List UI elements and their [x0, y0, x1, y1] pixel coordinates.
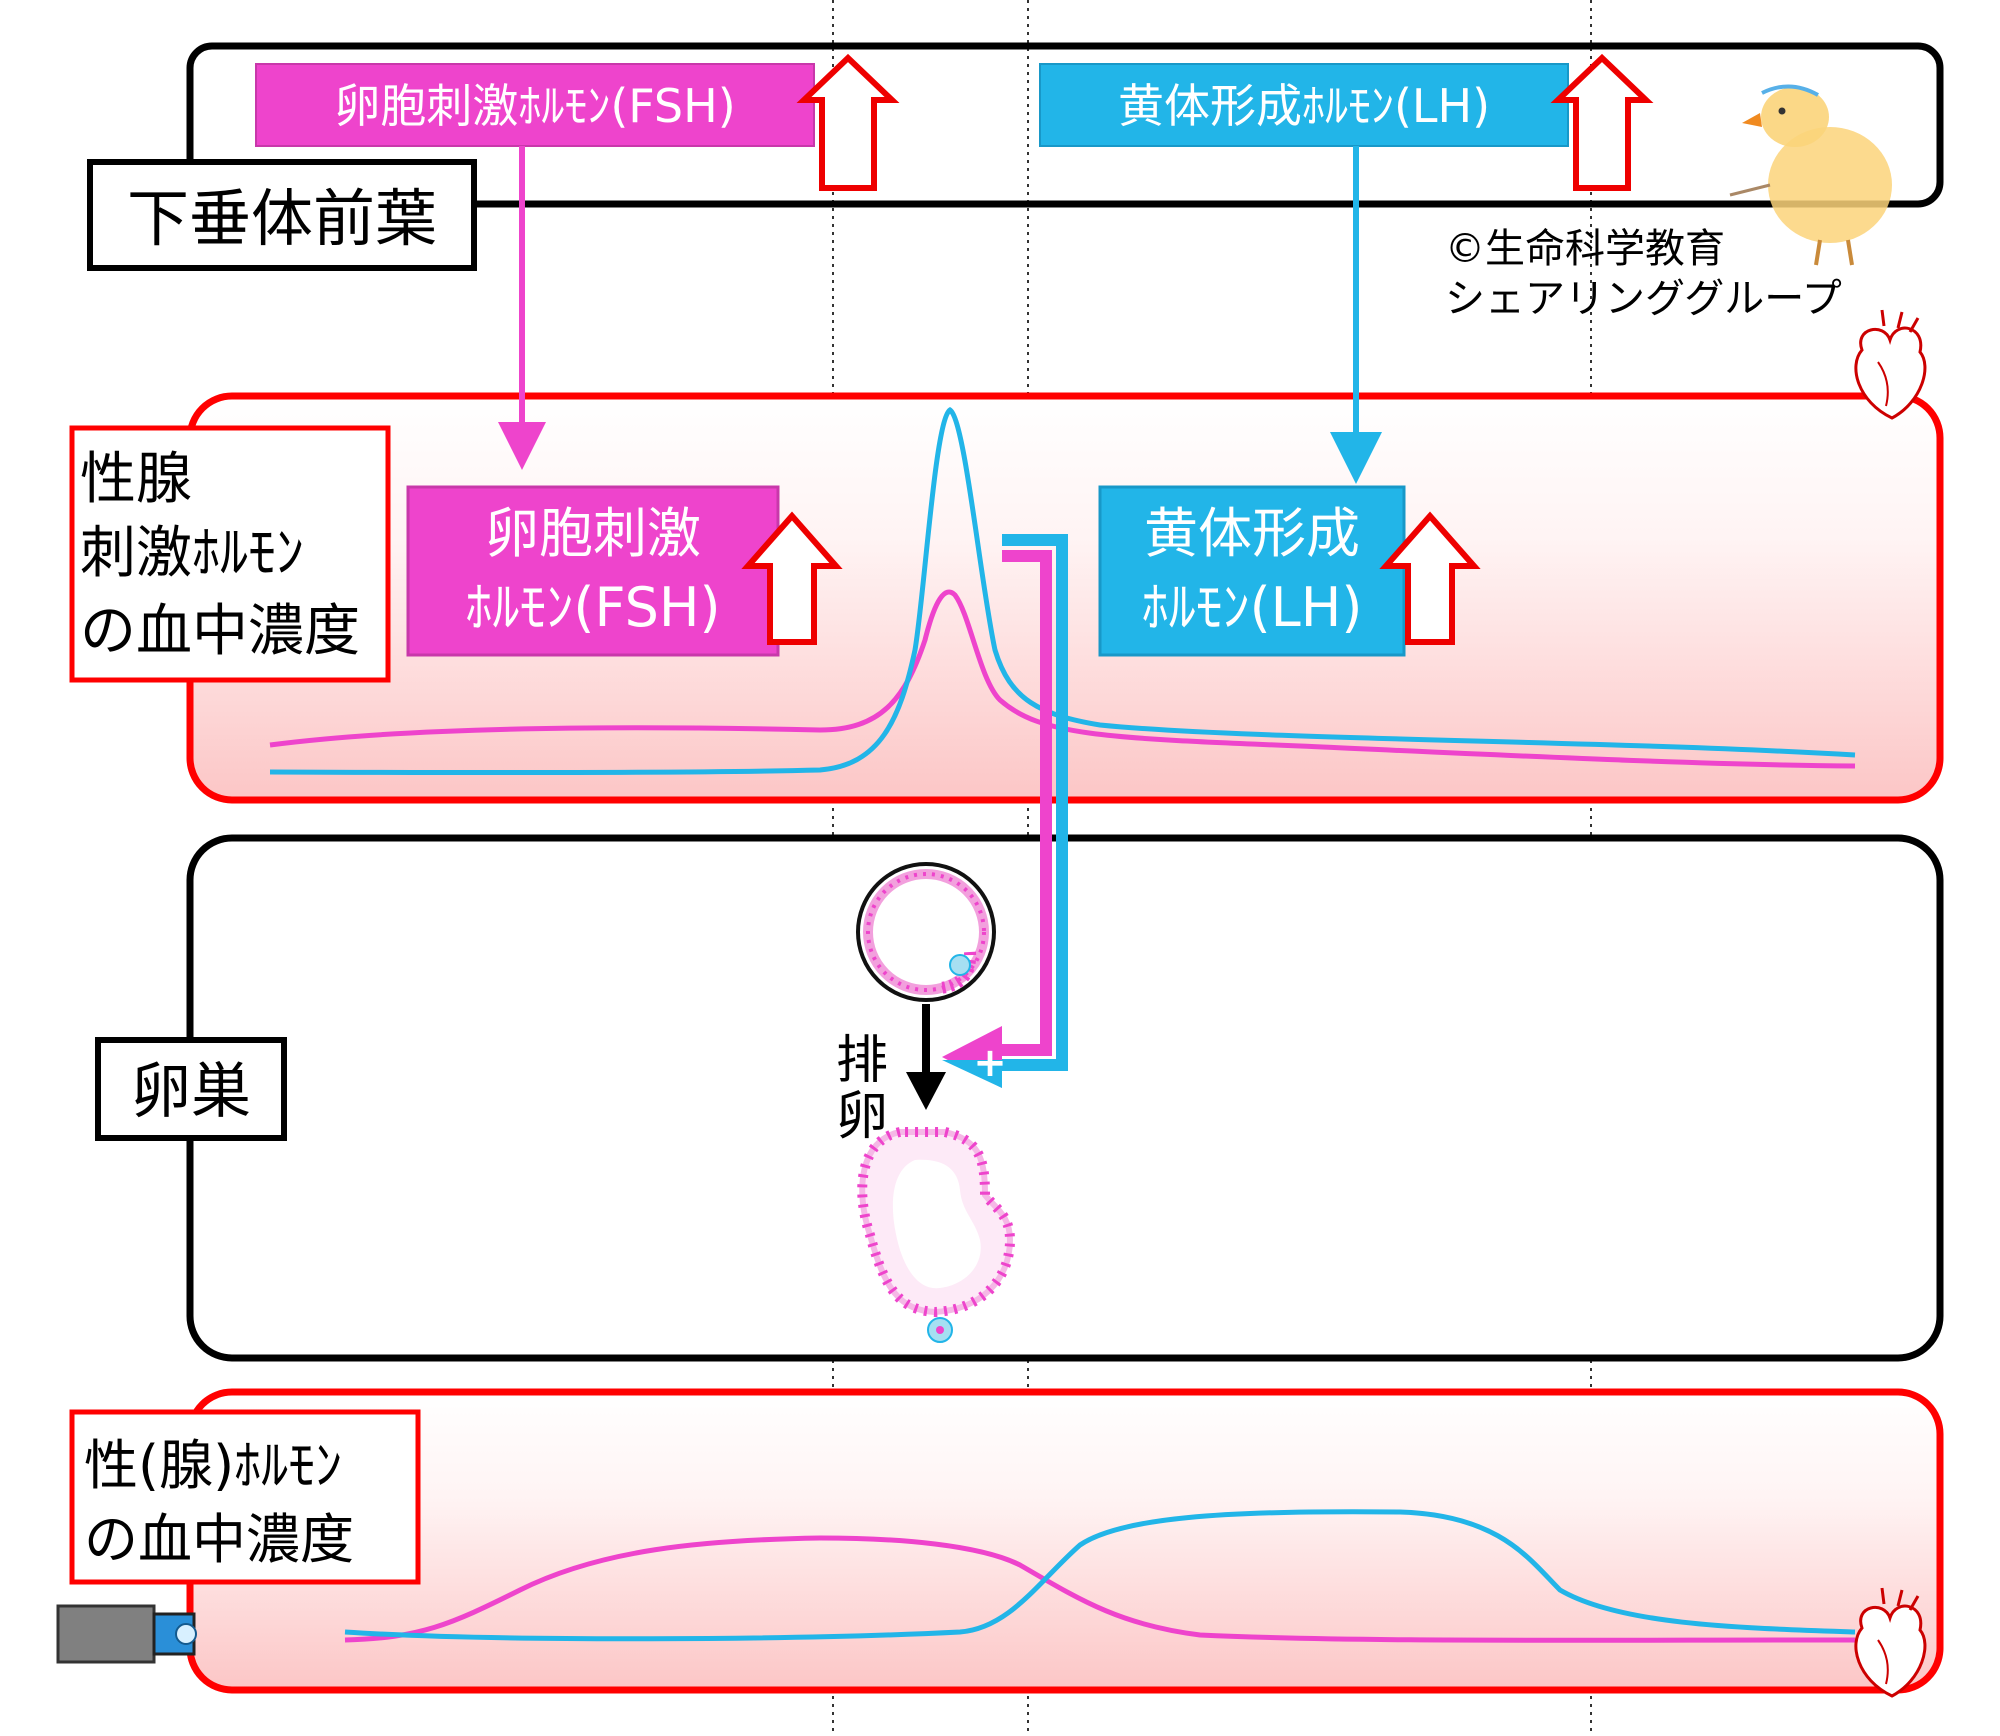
fsh-stimulation-path [990, 550, 1052, 1056]
copyright-line1: ©生命科学教育 [1445, 226, 1725, 272]
pituitary-lh-label: 黄体形成ﾎﾙﾓﾝ(LH) [1118, 79, 1490, 133]
up-arrow-icon [1379, 511, 1481, 645]
sex-hormone-label-box: 性(腺)ﾎﾙﾓﾝ の血中濃度 [69, 1409, 421, 1585]
gonadotropin-label-line3: の血中濃度 [80, 599, 360, 664]
gonadotropin-fsh-box: 卵胞刺激 ﾎﾙﾓﾝ(FSH) [406, 485, 780, 657]
stimulation-arrowhead-blue [942, 1060, 1002, 1088]
fsh-concentration-curve [269, 589, 1856, 769]
up-arrow-icon [741, 511, 843, 645]
pituitary-lh-box: 黄体形成ﾎﾙﾓﾝ(LH) [1039, 63, 1569, 147]
pituitary-label: 下垂体前葉 [127, 182, 437, 255]
fsh-release-arrowhead [498, 422, 546, 470]
up-arrow-icon [1550, 53, 1654, 191]
lh-stimulation-path [990, 534, 1068, 1071]
ovary-label-box: 卵巣 [95, 1037, 287, 1141]
mature-follicle [856, 862, 996, 1002]
copyright-line2: シェアリンググループ [1445, 276, 1842, 322]
gonadotropin-label-line1: 性腺 [80, 447, 192, 512]
pituitary-fsh-box: 卵胞刺激ﾎﾙﾓﾝ(FSH) [255, 63, 815, 147]
gonadotropin-lh-line1: 黄体形成 [1144, 502, 1360, 565]
heart-icon [1854, 1587, 1927, 1698]
up-arrow-icon [796, 53, 900, 191]
gonadotropin-lh-box: 黄体形成 ﾎﾙﾓﾝ(LH) [1098, 485, 1406, 657]
progesterone-concentration-curve [344, 1509, 1856, 1642]
sex-hormone-label-line1: 性(腺)ﾎﾙﾓﾝ [84, 1434, 342, 1497]
gonadotropin-label-box: 性腺 刺激ﾎﾙﾓﾝ の血中濃度 [69, 425, 391, 683]
camera-icon [56, 1604, 197, 1664]
ovulation-label-line1: 排 [836, 1031, 888, 1091]
gonadotropin-label-line2: 刺激ﾎﾙﾓﾝ [80, 521, 304, 586]
stimulation-plus-sign: + [973, 1040, 1007, 1086]
lh-release-arrowhead [1330, 432, 1382, 484]
chick-icon [1729, 84, 1892, 266]
pituitary-fsh-label: 卵胞刺激ﾎﾙﾓﾝ(FSH) [334, 79, 735, 133]
gonadotropin-lh-line2: ﾎﾙﾓﾝ(LH) [1142, 576, 1363, 639]
pituitary-label-box: 下垂体前葉 [87, 159, 477, 271]
estrogen-concentration-curve [344, 1535, 1856, 1643]
pituitary-frame [186, 42, 1944, 208]
sex-hormone-label-line2: の血中濃度 [84, 1508, 354, 1571]
ovulation-arrowhead [906, 1072, 946, 1110]
lh-concentration-curve [269, 406, 1856, 776]
timeline-guides [832, 0, 1592, 1736]
gonadotropin-fsh-line2: ﾎﾙﾓﾝ(FSH) [465, 576, 720, 639]
heart-icon [1854, 309, 1927, 420]
ruptured-follicle [857, 1127, 1016, 1343]
gonadotropin-fsh-line1: 卵胞刺激 [485, 502, 701, 565]
ovary-label: 卵巣 [131, 1057, 251, 1127]
sex-hormone-frame [186, 1388, 1944, 1694]
